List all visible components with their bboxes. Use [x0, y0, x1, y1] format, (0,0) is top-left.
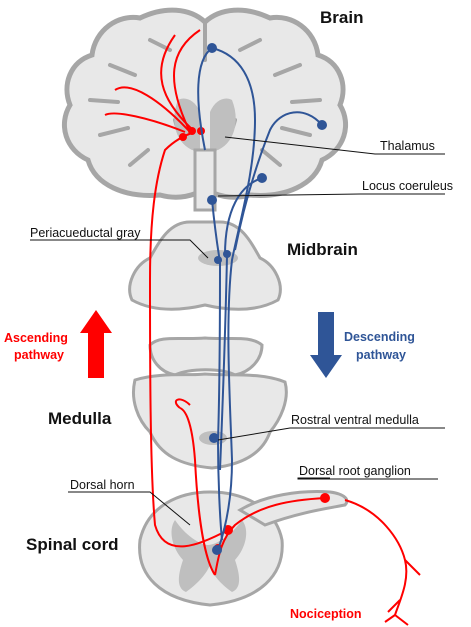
rvm-neuron [209, 433, 219, 443]
descending-pathway-label-line2: pathway [356, 348, 406, 362]
locus-coeruleus-neuron [257, 173, 267, 183]
dorsal-root [240, 492, 347, 525]
thalamic-neuron-2 [188, 127, 196, 135]
medulla-upper-outline [150, 338, 262, 375]
ascending-pathway-label-line2: pathway [14, 348, 64, 362]
descending-arrow-icon [310, 312, 342, 378]
locus-coeruleus-label: Locus coeruleus [362, 179, 453, 193]
pag-neuron-2 [223, 250, 231, 258]
drg-neuron [320, 493, 330, 503]
midbrain-section [130, 222, 281, 309]
medulla-section [133, 338, 286, 468]
midbrain-outline [130, 222, 281, 309]
thalamus-label: Thalamus [380, 139, 435, 153]
brain-label: Brain [320, 8, 363, 27]
brain-section [64, 10, 345, 210]
cortical-neuron [207, 43, 217, 53]
dorsal-root-ganglion-label: Dorsal root ganglion [299, 464, 411, 478]
descending-pathway-label-line1: Descending [344, 330, 415, 344]
ascending-pathway-label-line1: Ascending [4, 331, 68, 345]
spinal-cord-label: Spinal cord [26, 535, 119, 554]
brainstem-neuron [207, 195, 217, 205]
rostral-ventral-medulla-label: Rostral ventral medulla [291, 413, 419, 427]
periaqueductal-gray-label: Periacueductal gray [30, 226, 141, 240]
dorsal-horn-label: Dorsal horn [70, 478, 135, 492]
thalamic-neuron-1 [179, 133, 187, 141]
medulla-label: Medulla [48, 409, 112, 428]
ascending-arrow-icon [80, 310, 112, 378]
cortical-neuron-right [317, 120, 327, 130]
midbrain-label: Midbrain [287, 240, 358, 259]
pag-neuron-1 [214, 256, 222, 264]
medulla-outline [133, 374, 286, 468]
spinal-blue-neuron [212, 545, 222, 555]
nociception-label: Nociception [290, 607, 362, 621]
